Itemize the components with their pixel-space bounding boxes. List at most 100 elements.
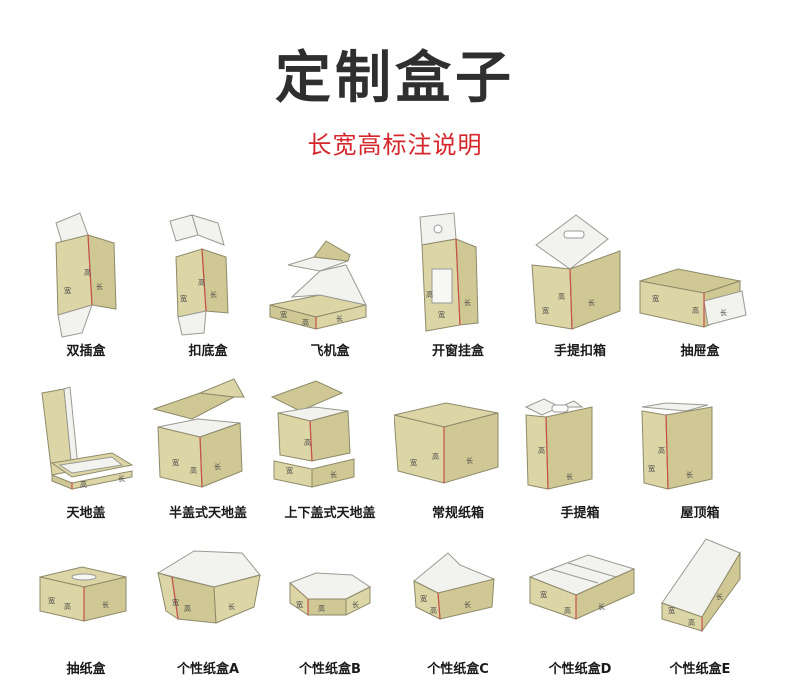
box-item-custom-b[interactable]: 宽 高 长 个性纸盒B xyxy=(266,523,394,683)
window-hanger-box-icon: 高 宽 长 xyxy=(419,212,479,332)
svg-text:长: 长 xyxy=(214,462,221,471)
svg-text:高: 高 xyxy=(564,606,571,615)
box-label: 半盖式天地盖 xyxy=(168,506,247,521)
carton-box-icon: 高 宽 长 xyxy=(394,402,499,484)
box-label: 飞机盒 xyxy=(310,344,350,359)
svg-text:高: 高 xyxy=(64,602,71,611)
svg-text:长: 长 xyxy=(566,472,573,481)
mailer-box-icon: 宽 高 长 xyxy=(269,240,367,330)
box-item-handle-lock[interactable]: 高 宽 长 手提扣箱 xyxy=(516,205,644,365)
svg-text:宽: 宽 xyxy=(280,310,287,319)
box-label: 个性纸盒C xyxy=(427,662,489,677)
box-label: 个性纸盒B xyxy=(299,662,361,677)
box-item-carton[interactable]: 高 宽 长 常规纸箱 xyxy=(394,367,522,527)
custom-box-d-icon: 宽 高 长 xyxy=(528,554,636,620)
svg-text:长: 长 xyxy=(720,308,727,317)
svg-text:长: 长 xyxy=(352,600,359,609)
custom-box-b-icon: 宽 高 长 xyxy=(289,572,371,616)
svg-text:宽: 宽 xyxy=(410,458,417,467)
svg-text:高: 高 xyxy=(430,606,437,615)
svg-text:宽: 宽 xyxy=(668,606,675,615)
svg-text:高: 高 xyxy=(426,290,433,299)
box-item-custom-e[interactable]: 宽 高 长 个性纸盒E xyxy=(636,523,764,683)
box-item-mailer[interactable]: 宽 高 长 飞机盒 xyxy=(266,205,394,365)
svg-text:高: 高 xyxy=(318,604,325,613)
custom-box-c-icon: 宽 高 长 xyxy=(413,552,496,620)
svg-text:宽: 宽 xyxy=(438,310,445,319)
svg-text:宽: 宽 xyxy=(540,590,547,599)
box-label: 个性纸盒E xyxy=(669,662,731,677)
svg-text:长: 长 xyxy=(464,298,471,307)
lid-base-box-icon: 高 长 xyxy=(41,386,134,490)
svg-text:宽: 宽 xyxy=(180,294,187,303)
svg-text:长: 长 xyxy=(118,474,125,483)
svg-text:长: 长 xyxy=(598,602,605,611)
svg-text:长: 长 xyxy=(228,602,235,611)
svg-text:长: 长 xyxy=(686,470,693,479)
custom-box-a-icon: 宽 高 长 xyxy=(156,550,261,624)
handle-lock-box-icon: 高 宽 长 xyxy=(531,214,621,330)
svg-text:长: 长 xyxy=(330,470,337,479)
box-label: 抽纸盒 xyxy=(66,662,106,677)
box-label: 抽屉盒 xyxy=(680,344,720,359)
page-subtitle: 长宽高标注说明 xyxy=(307,131,483,159)
handle-box-icon: 高 长 xyxy=(524,398,593,490)
svg-text:长: 长 xyxy=(336,314,343,323)
svg-text:宽: 宽 xyxy=(172,598,179,607)
box-item-roof[interactable]: 高 宽 长 屋顶箱 xyxy=(636,367,764,527)
svg-text:高: 高 xyxy=(304,438,311,447)
box-item-drawer[interactable]: 宽 高 长 抽屉盒 xyxy=(636,205,764,365)
drawer-box-icon: 宽 高 长 xyxy=(639,268,747,328)
svg-text:长: 长 xyxy=(102,600,109,609)
svg-text:高: 高 xyxy=(658,446,665,455)
lock-bottom-box-icon: 高 宽 长 xyxy=(169,214,229,336)
svg-text:高: 高 xyxy=(80,480,87,489)
box-item-window-hanger[interactable]: 高 宽 长 开窗挂盒 xyxy=(394,205,522,365)
box-item-tissue[interactable]: 宽 高 长 抽纸盒 xyxy=(22,523,150,683)
svg-text:长: 长 xyxy=(588,298,595,307)
svg-text:高: 高 xyxy=(558,292,565,301)
box-label: 手提扣箱 xyxy=(553,344,606,359)
box-item-handle[interactable]: 高 长 手提箱 xyxy=(516,367,644,527)
box-label: 个性纸盒D xyxy=(548,662,612,677)
svg-text:高: 高 xyxy=(190,466,197,475)
svg-text:宽: 宽 xyxy=(420,594,427,603)
custom-box-e-icon: 宽 高 长 xyxy=(661,538,741,633)
box-label: 天地盖 xyxy=(66,506,106,521)
box-item-half-lid[interactable]: 宽 高 长 半盖式天地盖 xyxy=(144,367,272,527)
svg-text:长: 长 xyxy=(464,600,471,609)
box-item-lock-bottom[interactable]: 高 宽 长 扣底盒 xyxy=(144,205,272,365)
top-bottom-lid-box-icon: 高 宽 长 xyxy=(270,380,355,488)
svg-text:宽: 宽 xyxy=(286,466,293,475)
svg-text:高: 高 xyxy=(84,268,91,277)
box-label: 开窗挂盒 xyxy=(431,344,484,359)
svg-text:高: 高 xyxy=(692,306,699,315)
page-title: 定制盒子 xyxy=(275,46,515,111)
box-item-custom-c[interactable]: 宽 高 长 个性纸盒C xyxy=(394,523,522,683)
box-item-lid-base[interactable]: 高 长 天地盖 xyxy=(22,367,150,527)
svg-text:宽: 宽 xyxy=(64,286,71,295)
svg-text:高: 高 xyxy=(302,318,309,327)
svg-text:长: 长 xyxy=(716,592,723,601)
box-item-custom-d[interactable]: 宽 高 长 个性纸盒D xyxy=(516,523,644,683)
box-item-custom-a[interactable]: 宽 高 长 个性纸盒A xyxy=(144,523,272,683)
box-label: 上下盖式天地盖 xyxy=(284,506,376,521)
svg-text:宽: 宽 xyxy=(652,294,659,303)
box-label: 个性纸盒A xyxy=(176,662,240,677)
box-item-top-bottom-lid[interactable]: 高 宽 长 上下盖式天地盖 xyxy=(266,367,394,527)
svg-text:宽: 宽 xyxy=(542,306,549,315)
svg-text:长: 长 xyxy=(210,290,217,299)
svg-text:高: 高 xyxy=(688,618,695,627)
tuck-end-box-icon: 高 宽 长 xyxy=(55,212,117,338)
box-label: 双插盒 xyxy=(66,344,106,359)
box-label: 常规纸箱 xyxy=(431,506,484,521)
svg-text:宽: 宽 xyxy=(296,600,303,609)
svg-text:宽: 宽 xyxy=(648,464,655,473)
svg-text:高: 高 xyxy=(432,452,439,461)
svg-text:高: 高 xyxy=(184,604,191,613)
box-item-tuck-end[interactable]: 高 宽 长 双插盒 xyxy=(22,205,150,365)
svg-text:宽: 宽 xyxy=(172,458,179,467)
svg-text:高: 高 xyxy=(538,446,545,455)
svg-text:长: 长 xyxy=(466,456,473,465)
roof-box-icon: 高 宽 长 xyxy=(641,402,713,490)
